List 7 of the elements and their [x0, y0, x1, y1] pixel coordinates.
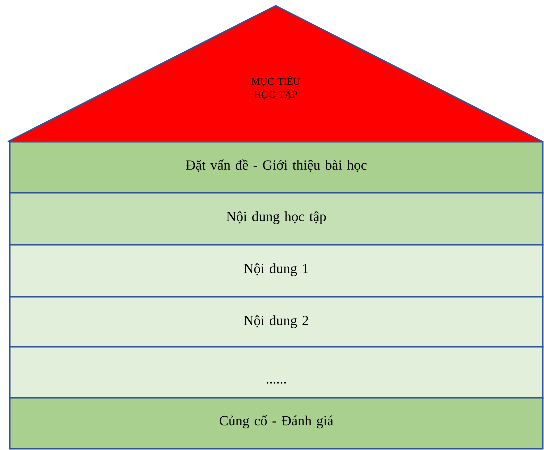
layer-band: Củng cố - Đánh giá	[9, 397, 544, 450]
layer-band: Nội dung học tập	[9, 192, 544, 246]
layer-band: Đặt vấn đề - Giới thiệu bài học	[9, 141, 544, 194]
layer-band: Nội dung 1	[9, 244, 544, 298]
layer-band: Nội dung 2	[9, 296, 544, 348]
layer-band: ......	[9, 346, 544, 399]
roof-triangle: MỤC TIÊU HỌC TẬP	[8, 5, 544, 143]
